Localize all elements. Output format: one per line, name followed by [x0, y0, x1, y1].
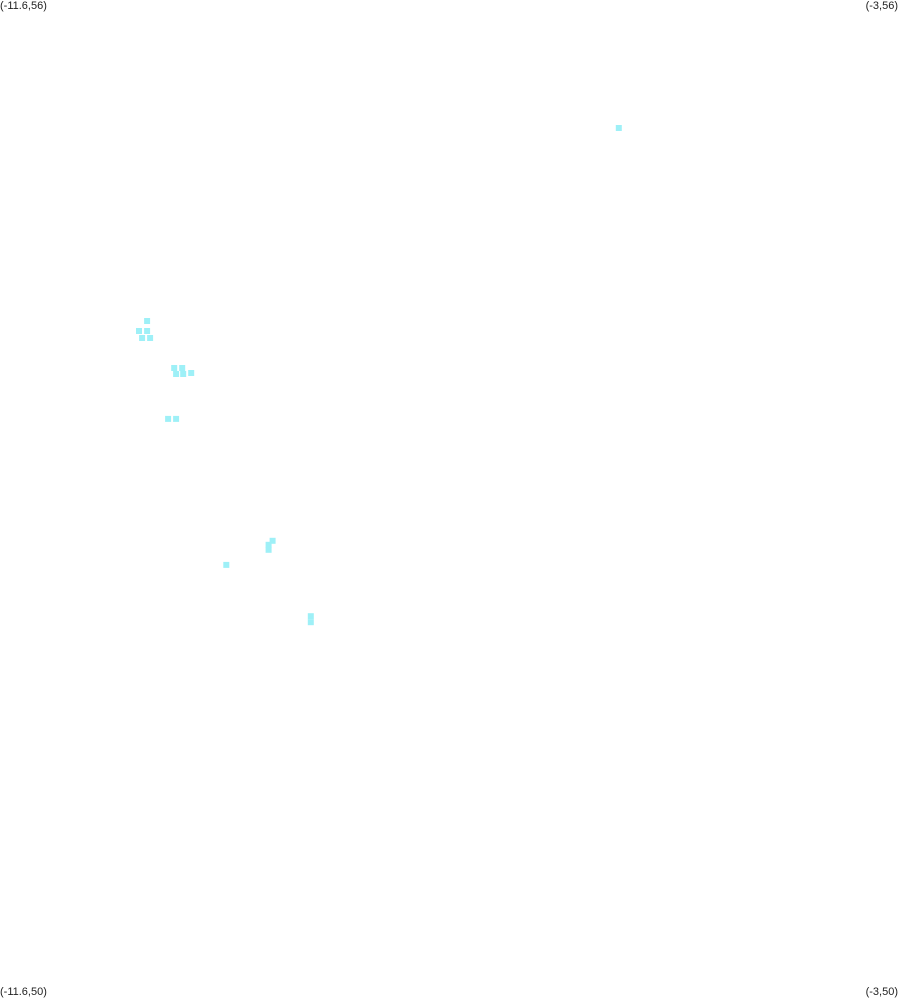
- corner-label-bottom-right: (-3,50): [865, 986, 898, 998]
- map-point-5: [147, 335, 154, 341]
- map-point-4: [139, 335, 146, 341]
- map-point-13: [269, 537, 276, 544]
- map-point-9: [180, 371, 187, 377]
- map-point-3: [144, 328, 151, 334]
- corner-label-top-left: (-11.6,56): [0, 0, 47, 12]
- map-point-6: [171, 365, 178, 371]
- corner-label-top-right: (-3,56): [865, 0, 898, 12]
- map-point-14: [265, 541, 272, 548]
- map-point-10: [188, 370, 195, 376]
- map-point-17: [307, 613, 314, 620]
- map-point-18: [307, 619, 314, 626]
- map-point-16: [223, 561, 230, 568]
- map-point-2: [136, 328, 142, 334]
- map-point-11: [165, 415, 172, 422]
- map-point-12: [173, 415, 180, 422]
- corner-label-bottom-left: (-11.6,50): [0, 986, 47, 998]
- map-point-0: [615, 125, 622, 131]
- map-point-8: [173, 371, 180, 377]
- map-point-1: [144, 318, 151, 324]
- map-point-7: [179, 365, 186, 371]
- map-point-15: [265, 546, 272, 553]
